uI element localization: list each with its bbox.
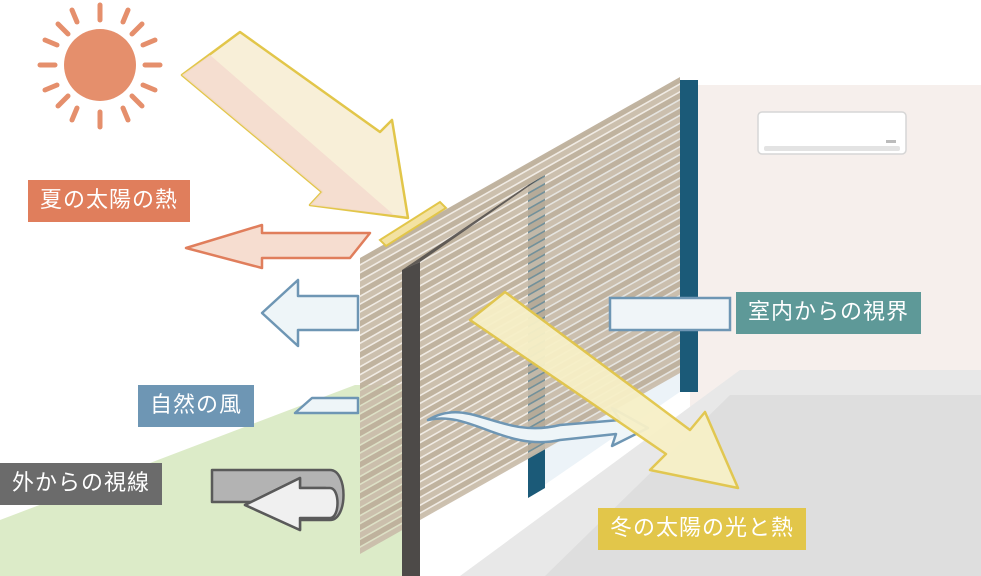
air-conditioner-icon <box>757 111 907 155</box>
natural-wind-arrow-outside <box>293 396 360 415</box>
blind-slat <box>360 139 680 327</box>
blind-slat <box>360 272 680 460</box>
blind-slat <box>360 186 680 374</box>
outside-view-arrow-front <box>243 476 339 532</box>
blind-slat <box>360 100 680 288</box>
blind-slat <box>360 296 680 484</box>
sun-icon <box>37 2 163 130</box>
blind-slat <box>360 280 680 468</box>
blind-slat <box>360 147 680 335</box>
blind-slat <box>360 312 680 500</box>
blind-slat <box>360 163 680 351</box>
indoor-view-arrow-outside <box>260 278 360 348</box>
blind-slat <box>360 367 680 554</box>
blind-slat <box>360 304 680 492</box>
summer-sun-incoming-arrow-shade <box>182 55 394 215</box>
label-natural-wind: 自然の風 <box>138 385 255 427</box>
blind-slat <box>360 178 680 366</box>
blind-slat <box>360 288 680 476</box>
window-frame-front-top <box>402 175 545 270</box>
blind-slat <box>360 124 680 312</box>
window-frame-right <box>680 80 698 392</box>
blind-slat <box>360 171 680 359</box>
summer-heat-reflected-arrow <box>184 223 372 270</box>
label-indoor-view: 室内からの視界 <box>736 292 922 334</box>
label-summer-sun-heat: 夏の太陽の熱 <box>28 180 191 222</box>
winter-sun-arrow <box>468 290 740 490</box>
blind-slat <box>360 77 680 264</box>
blind-slat <box>360 92 680 280</box>
blind-slat <box>360 116 680 304</box>
label-outside-view: 外からの視線 <box>0 463 163 505</box>
outdoor-grass <box>0 385 420 576</box>
indoor-view-arrow-inside <box>608 296 732 332</box>
blind-slat <box>360 108 680 296</box>
room-wall <box>690 85 981 425</box>
summer-sun-incoming-arrow <box>180 30 410 220</box>
blind-slat <box>360 194 680 382</box>
blind-slat <box>360 202 680 390</box>
blind-slat <box>360 265 680 453</box>
label-winter-sun-light-heat: 冬の太陽の光と熱 <box>598 508 807 550</box>
blind-slat <box>360 84 680 272</box>
blind-slat <box>360 131 680 319</box>
window-frame-front <box>402 262 420 576</box>
sun-disc <box>64 29 136 101</box>
blind-slat <box>360 155 680 343</box>
sun-strike-accent <box>378 200 448 248</box>
